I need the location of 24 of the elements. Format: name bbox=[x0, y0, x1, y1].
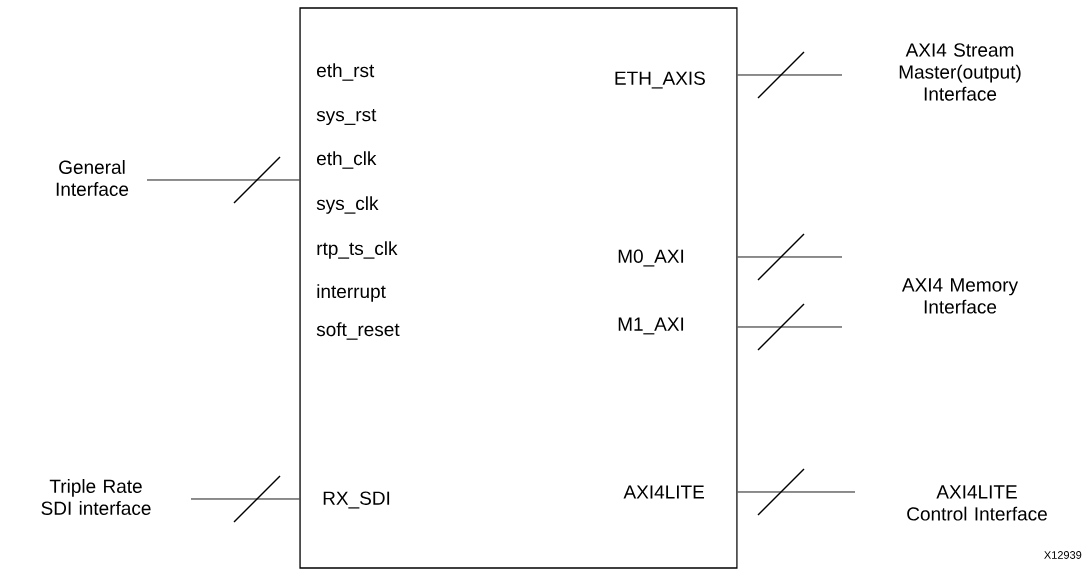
interface-label: General Interface bbox=[56, 160, 129, 196]
bus-line bbox=[737, 74, 843, 76]
interface-label: Triple Rate SDI interface bbox=[41, 479, 151, 515]
interface-label: AXI4 Memory Interface bbox=[901, 278, 1018, 314]
port-label: AXI4LITE bbox=[623, 485, 704, 499]
port-label: eth_rst bbox=[317, 63, 375, 81]
interface-label: AXI4 Stream Master(output) Interface bbox=[899, 43, 1021, 101]
bus-line bbox=[146, 179, 300, 181]
bus-line bbox=[737, 491, 856, 493]
bus-line bbox=[190, 498, 300, 500]
port-label: M0_AXI bbox=[618, 249, 684, 267]
port-label: RX_SDI bbox=[323, 491, 390, 509]
bus-line bbox=[737, 326, 843, 328]
interface-label: AXI4LITE Control Interface bbox=[907, 485, 1047, 521]
port-label: soft_reset bbox=[316, 322, 400, 340]
bus-line bbox=[737, 256, 843, 258]
port-label: rtp_ts_clk bbox=[317, 241, 398, 259]
port-label: M1_AXI bbox=[618, 317, 684, 335]
port-label: ETH_AXIS bbox=[615, 71, 705, 89]
port-label: interrupt bbox=[317, 284, 386, 302]
port-label: eth_clk bbox=[317, 151, 377, 169]
port-label: sys_clk bbox=[316, 196, 379, 214]
figure-number: X12939 bbox=[1044, 551, 1082, 559]
port-label: sys_rst bbox=[316, 108, 377, 126]
